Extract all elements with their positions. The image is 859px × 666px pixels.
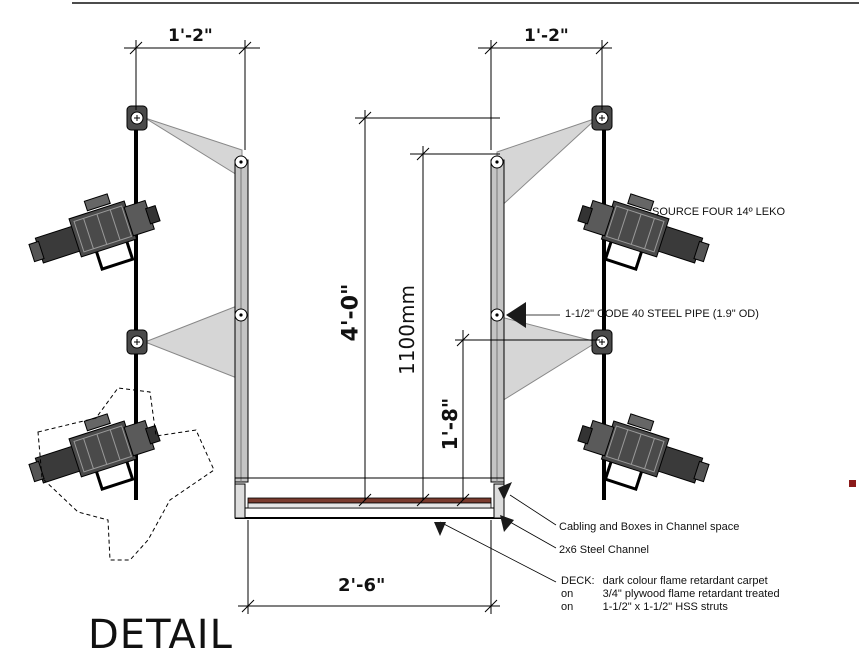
beam-top-right xyxy=(496,117,598,212)
right-channel-end xyxy=(493,483,505,519)
deck-text: 1-1/2" x 1-1/2" HSS struts xyxy=(602,601,728,613)
left-channel-end xyxy=(234,483,246,519)
dim-top-left: 1'-2" xyxy=(168,26,213,46)
plywood-layer xyxy=(247,502,492,509)
dim-bottom: 2'-6" xyxy=(338,575,386,596)
pipe-label: 1-1/2" CODE 40 STEEL PIPE (1.9" OD) xyxy=(565,308,759,320)
deck-prefix: DECK: xyxy=(561,575,595,587)
beam-top-left xyxy=(144,117,243,179)
fixture-label: SOURCE FOUR 14º LEKO xyxy=(652,206,785,218)
dim-height-short: 1'-8" xyxy=(438,397,462,451)
cabling-label: Cabling and Boxes in Channel space xyxy=(559,521,740,533)
deck-text: dark colour flame retardant carpet xyxy=(602,575,768,587)
dim-height-metric: 1100mm xyxy=(395,285,419,375)
deck-prefix: on xyxy=(561,588,574,600)
dim-top-right: 1'-2" xyxy=(524,26,569,46)
pipe-bolt-icon xyxy=(234,155,504,322)
dimension-lines xyxy=(124,40,612,614)
deck-text: 3/4" plywood flame retardant treated xyxy=(602,588,780,600)
accent-mark xyxy=(849,480,856,487)
carpet-layer xyxy=(247,497,492,504)
beam-bottom-right xyxy=(496,315,599,405)
beam-bottom-left xyxy=(143,303,243,381)
alternate-fixture-outline xyxy=(37,387,215,561)
arrowhead-icon xyxy=(434,302,526,536)
dim-height-main: 4'-0" xyxy=(338,283,364,342)
deck-spec: DECK:dark colour flame retardant carpet … xyxy=(559,574,788,615)
channel-label: 2x6 Steel Channel xyxy=(559,544,649,556)
deck-prefix: on xyxy=(561,601,574,613)
leader-lines xyxy=(439,314,560,583)
detail-title: DETAIL xyxy=(88,612,233,658)
